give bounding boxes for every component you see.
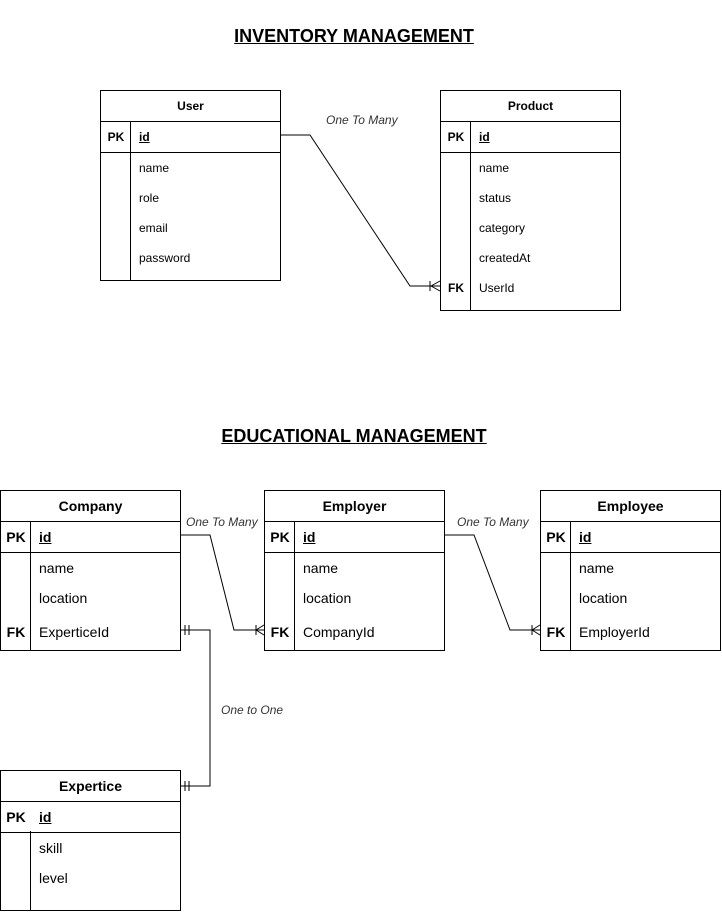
user-field-name: name bbox=[139, 161, 170, 175]
employer-entity-name: Employer bbox=[265, 491, 444, 522]
product-fk-row: FK UserId bbox=[441, 273, 620, 303]
user-field-row: name bbox=[101, 153, 280, 183]
one-mark-expertice-icon bbox=[184, 781, 190, 791]
product-pk-label: PK bbox=[447, 130, 465, 144]
expertice-entity[interactable]: Expertice PK id skill level bbox=[0, 770, 181, 911]
product-fk-label: FK bbox=[448, 281, 464, 295]
product-pk-row: PK id bbox=[441, 122, 620, 153]
user-field-row: role bbox=[101, 183, 280, 213]
company-field-location: location bbox=[39, 590, 88, 606]
relationship-label-user-product: One To Many bbox=[326, 113, 398, 127]
relationship-label-company-expertice: One to One bbox=[221, 703, 284, 717]
employer-field-location: location bbox=[303, 590, 352, 606]
employee-pk-label: PK bbox=[546, 529, 566, 545]
employee-entity[interactable]: Employee PK id name location FK Employer… bbox=[540, 490, 721, 651]
product-field-name: name bbox=[479, 161, 510, 175]
product-entity[interactable]: Product PK id name status category creat… bbox=[440, 90, 621, 311]
user-field-row: email bbox=[101, 213, 280, 243]
connector-user-product bbox=[281, 134, 440, 287]
user-pk-divider bbox=[130, 122, 131, 152]
employer-entity[interactable]: Employer PK id name location FK CompanyI… bbox=[264, 490, 445, 651]
expertice-pk-field: id bbox=[39, 809, 52, 825]
employee-fk-field: EmployerId bbox=[579, 624, 650, 640]
employee-fk-row: FK EmployerId bbox=[541, 613, 720, 652]
expertice-entity-name: Expertice bbox=[1, 771, 180, 802]
employee-field-location: location bbox=[579, 590, 628, 606]
crowfoot-user-product-icon bbox=[429, 280, 441, 292]
employee-fk-label: FK bbox=[546, 624, 566, 640]
user-field-email: email bbox=[139, 221, 168, 235]
expertice-field-row: skill bbox=[1, 833, 180, 863]
employer-pk-label: PK bbox=[270, 529, 290, 545]
crowfoot-employer-employee-icon bbox=[531, 624, 541, 636]
company-pk-field: id bbox=[39, 529, 52, 545]
company-fk-label: FK bbox=[6, 624, 26, 640]
company-pk-label: PK bbox=[6, 529, 26, 545]
company-field-row: location bbox=[1, 583, 180, 613]
user-entity[interactable]: User PK id name role email password bbox=[100, 90, 281, 281]
company-field-name: name bbox=[39, 560, 75, 576]
product-field-row: createdAt bbox=[441, 243, 620, 273]
employer-field-row: location bbox=[265, 583, 444, 613]
employer-pk-row: PK id bbox=[265, 522, 444, 553]
product-field-row: name bbox=[441, 153, 620, 183]
product-entity-name: Product bbox=[441, 91, 620, 122]
employee-entity-name: Employee bbox=[541, 491, 720, 522]
product-pk-field: id bbox=[479, 130, 490, 144]
user-key-column-divider bbox=[130, 151, 131, 280]
product-field-row: category bbox=[441, 213, 620, 243]
product-field-status: status bbox=[479, 191, 512, 205]
product-fk-field: UserId bbox=[479, 281, 515, 295]
employee-field-row: location bbox=[541, 583, 720, 613]
employer-pk-field: id bbox=[303, 529, 316, 545]
product-field-createdat: createdAt bbox=[479, 251, 531, 265]
employer-fk-row: FK CompanyId bbox=[265, 613, 444, 652]
user-field-password: password bbox=[139, 251, 191, 265]
company-fk-row: FK ExperticeId bbox=[1, 613, 180, 652]
crowfoot-company-employer-icon bbox=[255, 624, 265, 636]
connector-company-expertice bbox=[181, 629, 211, 787]
employee-field-row: name bbox=[541, 553, 720, 583]
company-entity[interactable]: Company PK id name location FK Expertice… bbox=[0, 490, 181, 651]
employer-fk-label: FK bbox=[270, 624, 290, 640]
employee-field-name: name bbox=[579, 560, 615, 576]
inventory-title: INVENTORY MANAGEMENT bbox=[234, 26, 474, 46]
expertice-key-column-divider bbox=[30, 831, 31, 910]
employee-key-column-divider bbox=[570, 521, 571, 650]
expertice-field-skill: skill bbox=[39, 840, 63, 856]
product-field-row: status bbox=[441, 183, 620, 213]
relationship-label-company-employer: One To Many bbox=[186, 515, 258, 529]
company-key-column-divider bbox=[30, 521, 31, 650]
expertice-pk-label: PK bbox=[6, 809, 26, 825]
connector-company-employer bbox=[181, 534, 264, 631]
user-field-row: password bbox=[101, 243, 280, 273]
employer-fk-field: CompanyId bbox=[303, 624, 375, 640]
expertice-pk-row: PK id bbox=[1, 802, 180, 833]
user-pk-field: id bbox=[139, 130, 150, 144]
user-pk-row: PK id bbox=[101, 122, 280, 153]
user-entity-name: User bbox=[101, 91, 280, 122]
relationship-label-employer-employee: One To Many bbox=[457, 515, 529, 529]
company-pk-row: PK id bbox=[1, 522, 180, 553]
user-field-role: role bbox=[139, 191, 160, 205]
employer-key-column-divider bbox=[294, 521, 295, 650]
employer-field-row: name bbox=[265, 553, 444, 583]
employee-pk-field: id bbox=[579, 529, 592, 545]
product-key-column-divider bbox=[470, 121, 471, 310]
expertice-field-level: level bbox=[39, 870, 68, 886]
company-fk-field: ExperticeId bbox=[39, 624, 110, 640]
employer-field-name: name bbox=[303, 560, 339, 576]
connector-employer-employee bbox=[445, 534, 540, 631]
company-field-row: name bbox=[1, 553, 180, 583]
product-field-category: category bbox=[479, 221, 526, 235]
one-mark-company-icon bbox=[184, 625, 190, 635]
user-pk-label: PK bbox=[107, 130, 125, 144]
company-entity-name: Company bbox=[1, 491, 180, 522]
educational-title: EDUCATIONAL MANAGEMENT bbox=[221, 426, 487, 446]
expertice-field-row: level bbox=[1, 863, 180, 893]
employee-pk-row: PK id bbox=[541, 522, 720, 553]
